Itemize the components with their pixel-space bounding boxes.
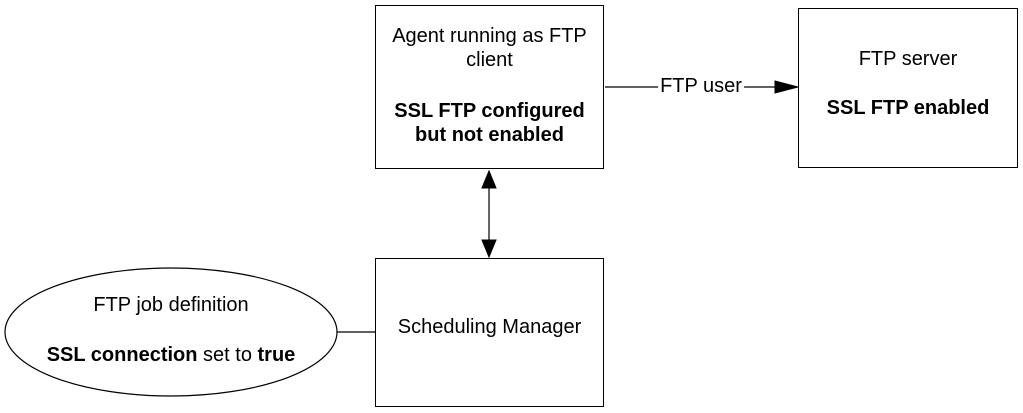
set-to-text: set to [197, 344, 258, 366]
ssl-connection-setting-line: SSL connection set to true [47, 343, 296, 367]
ftp-server-box-title: FTP server [858, 48, 958, 70]
agent-box-title: Agent running as FTP client [392, 25, 587, 71]
agent-to-server-arrowhead-icon [774, 80, 800, 94]
scheduling-manager-box: Scheduling Manager [375, 258, 604, 407]
ftp-job-definition-title: FTP job definition [93, 294, 249, 316]
ssl-connection-property: SSL connection [46, 344, 198, 366]
scheduling-manager-title: Scheduling Manager [397, 316, 582, 338]
down-arrowhead-icon [481, 239, 497, 259]
ftp-job-definition-ellipse: FTP job definition SSL connection set to… [5, 268, 337, 396]
up-arrowhead-icon [481, 169, 497, 189]
ftp-server-box: FTP server SSL FTP enabled [798, 8, 1018, 168]
ftp-server-box-status: SSL FTP enabled [826, 97, 990, 119]
agent-box: Agent running as FTP client SSL FTP conf… [375, 5, 604, 169]
agent-box-status: SSL FTP configured but not enabled [394, 100, 585, 146]
ftp-user-label: FTP user [658, 74, 744, 98]
true-value: true [257, 344, 296, 366]
